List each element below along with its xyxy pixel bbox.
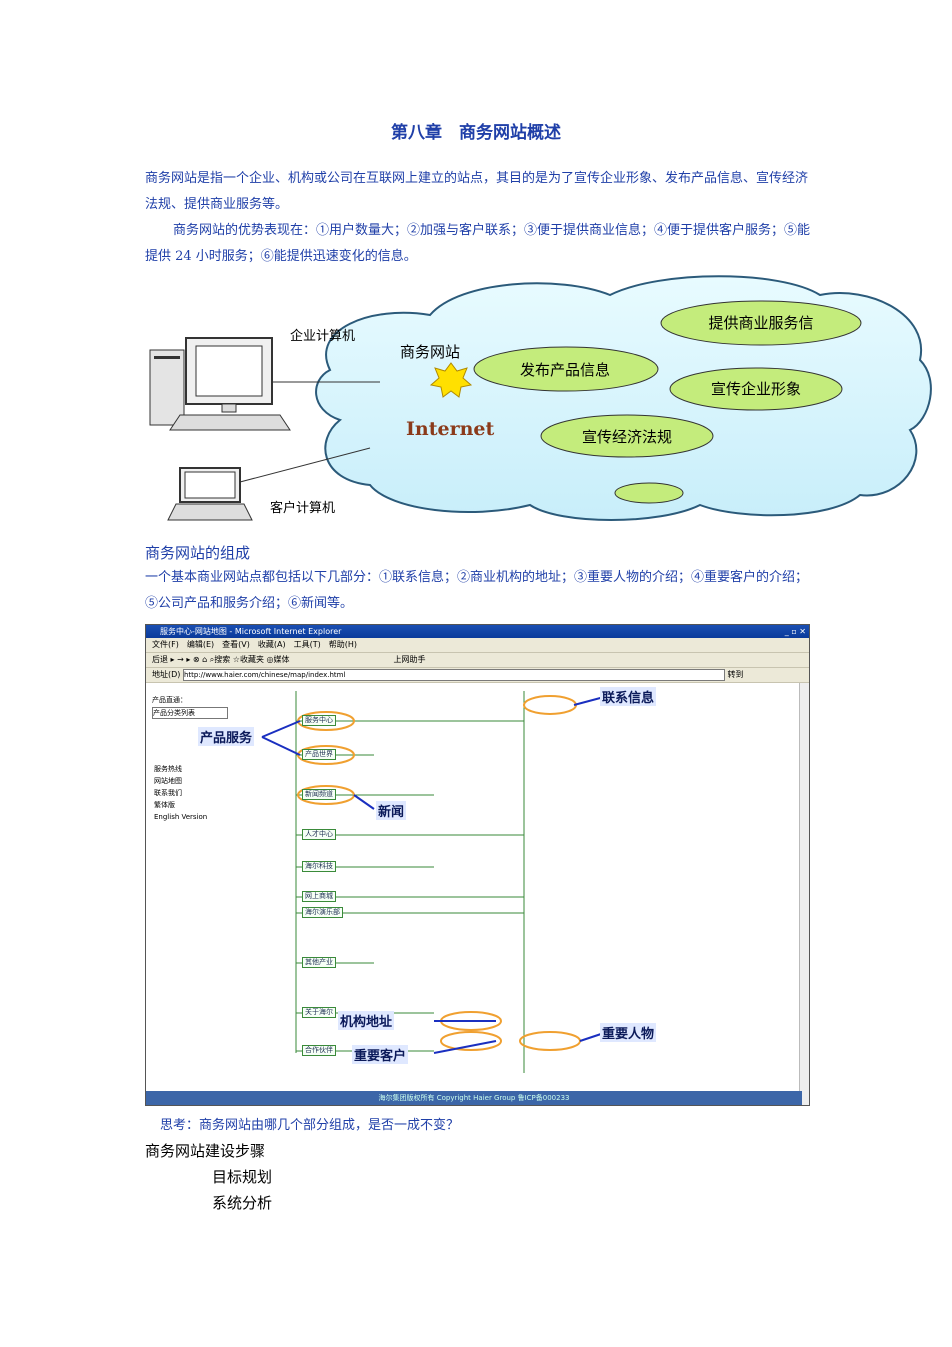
corporate-computer-icon xyxy=(149,337,291,431)
callout-people: 重要人物 xyxy=(600,1023,657,1042)
product-select[interactable]: 产品分类列表 xyxy=(152,707,228,719)
ie-titlebar: 服务中心-网站地图 - Microsoft Internet Explorer … xyxy=(146,625,809,638)
left-link[interactable]: 服务热线 xyxy=(154,765,182,773)
advantages-paragraph: 商务网站的优势表现在：①用户数量大；②加强与客户联系；③便于提供商业信息；④便于… xyxy=(145,223,811,264)
callout-news: 新闻 xyxy=(376,801,407,820)
ie-menubar[interactable]: 文件(F) 编辑(E) 查看(V) 收藏(A) 工具(T) 帮助(H) xyxy=(146,638,809,653)
client-pc-label: 客户计算机 xyxy=(270,501,336,516)
site-map-tree xyxy=(261,691,605,1073)
intro-paragraph: 商务网站是指一个企业、机构或公司在互联网上建立的站点，其目的是为了宣传企业形象、… xyxy=(145,171,809,212)
left-link[interactable]: 网站地图 xyxy=(154,777,182,785)
window-controls-icon[interactable]: _ ▫ ✕ xyxy=(784,627,806,636)
composition-heading: 商务网站的组成 xyxy=(145,544,251,562)
bubble-product: 发布产品信息 xyxy=(519,361,610,379)
page-title: 第八章 商务网站概述 xyxy=(391,123,561,143)
callout-address: 机构地址 xyxy=(338,1011,395,1030)
step-item: 系统分析 xyxy=(212,1194,273,1212)
left-title: 产品直通： xyxy=(152,696,187,704)
bubble-service: 提供商业服务信 xyxy=(708,314,814,332)
left-link[interactable]: English Version xyxy=(154,813,208,821)
bubble-image: 宣传企业形象 xyxy=(710,380,801,398)
callout-contact: 联系信息 xyxy=(600,687,657,706)
map-node[interactable]: 服务中心 xyxy=(302,715,336,726)
think-question: 思考：商务网站由哪几个部分组成，是否一成不变？ xyxy=(160,1118,460,1133)
address-label: 地址(D) xyxy=(152,670,181,679)
map-node[interactable]: 新闻频道 xyxy=(302,789,336,800)
map-node[interactable]: 人才中心 xyxy=(302,829,336,840)
step-item: 目标规划 xyxy=(212,1168,273,1186)
map-node[interactable]: 海尔演乐部 xyxy=(302,907,343,918)
site-map-area: 服务中心 产品世界 新闻频道 人才中心 海尔科技 网上商城 海尔演乐部 其他产业… xyxy=(198,683,802,1083)
internet-label: Internet xyxy=(406,418,495,440)
website-star-icon xyxy=(429,362,473,398)
callout-product-service: 产品服务 xyxy=(198,727,255,746)
callout-clients: 重要客户 xyxy=(352,1045,409,1064)
map-node[interactable]: 关于海尔 xyxy=(302,1007,336,1018)
ie-scrollbar[interactable] xyxy=(799,683,809,1105)
composition-paragraph: 一个基本商业网站点都包括以下几部分：①联系信息；②商业机构的地址；③重要人物的介… xyxy=(145,570,809,611)
site-map-screenshot: 服务中心-网站地图 - Microsoft Internet Explorer … xyxy=(145,624,810,1106)
left-link[interactable]: 联系我们 xyxy=(154,789,182,797)
build-heading: 商务网站建设步骤 xyxy=(145,1142,266,1160)
ie-addressbar: 地址(D) http://www.haier.com/chinese/map/i… xyxy=(146,668,809,683)
map-node[interactable]: 网上商城 xyxy=(302,891,336,902)
map-node[interactable]: 海尔科技 xyxy=(302,861,336,872)
map-node[interactable]: 产品世界 xyxy=(302,749,336,760)
corp-pc-label: 企业计算机 xyxy=(290,329,356,344)
website-diagram xyxy=(149,275,932,521)
left-link[interactable]: 繁体版 xyxy=(154,801,175,809)
go-button[interactable]: 转到 xyxy=(727,670,744,679)
bubble-law: 宣传经济法规 xyxy=(581,428,672,446)
map-node[interactable]: 其他产业 xyxy=(302,957,336,968)
client-computer-icon xyxy=(167,467,253,521)
ie-footer: 海尔集团版权所有 Copyright Haier Group 鲁ICP备0002… xyxy=(146,1091,802,1105)
ie-toolbar[interactable]: 后退 ▸ → ▸ ⊗ ⌂ ⌕搜索 ☆收藏夹 ◎媒体 上网助手 xyxy=(146,653,809,668)
map-node[interactable]: 合作伙伴 xyxy=(302,1045,336,1056)
address-input[interactable]: http://www.haier.com/chinese/map/index.h… xyxy=(182,668,725,681)
site-label: 商务网站 xyxy=(400,343,461,361)
ie-window-title: 服务中心-网站地图 - Microsoft Internet Explorer xyxy=(160,627,342,636)
